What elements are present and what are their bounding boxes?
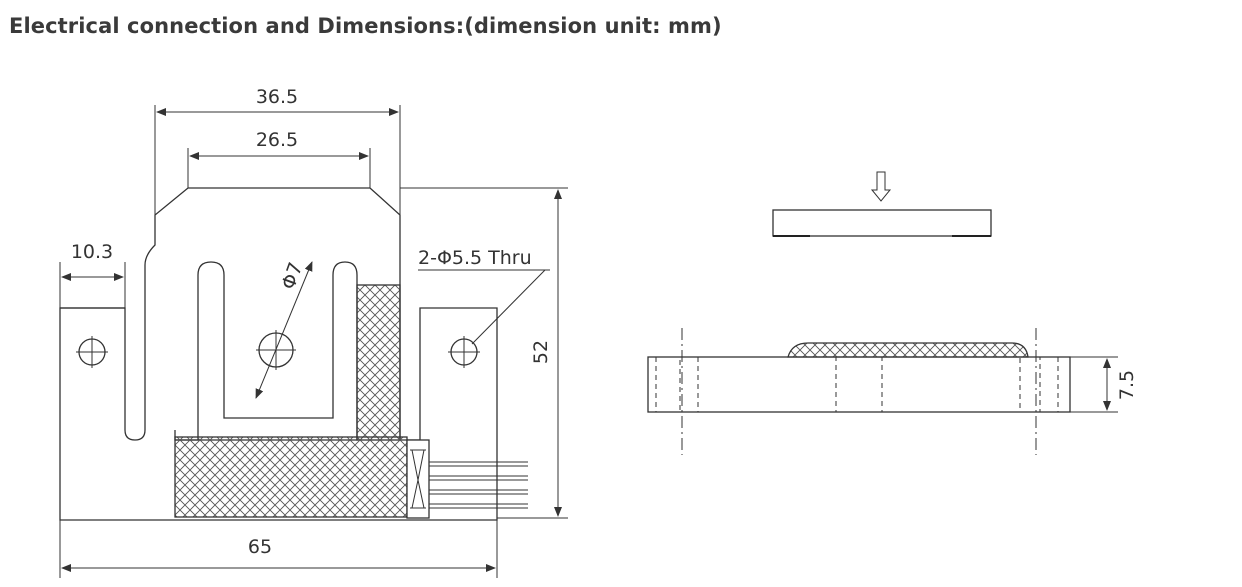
front-view: Φ7 36.5 26.5 10.3 2-Φ5.5 Thru 52 65	[59, 86, 568, 578]
overall-width-label: 65	[248, 536, 272, 558]
inner-top-width-label: 26.5	[256, 129, 298, 151]
lead-wires	[429, 461, 528, 509]
hole-diameter-label: Φ7	[277, 259, 307, 292]
height-label: 52	[530, 340, 552, 364]
center-hole	[255, 261, 313, 399]
left-offset-label: 10.3	[71, 241, 113, 263]
mount-hole-right	[448, 336, 480, 368]
side-view-top	[772, 171, 992, 237]
thickness-label: 7.5	[1116, 370, 1138, 400]
load-arrow-icon	[870, 171, 892, 202]
overall-top-width-label: 36.5	[256, 86, 298, 108]
mount-hole-left	[76, 336, 108, 368]
page-title: Electrical connection and Dimensions:(di…	[9, 14, 722, 38]
mount-holes-label: 2-Φ5.5 Thru	[418, 247, 532, 269]
side-view-bottom: 7.5	[647, 328, 1138, 455]
